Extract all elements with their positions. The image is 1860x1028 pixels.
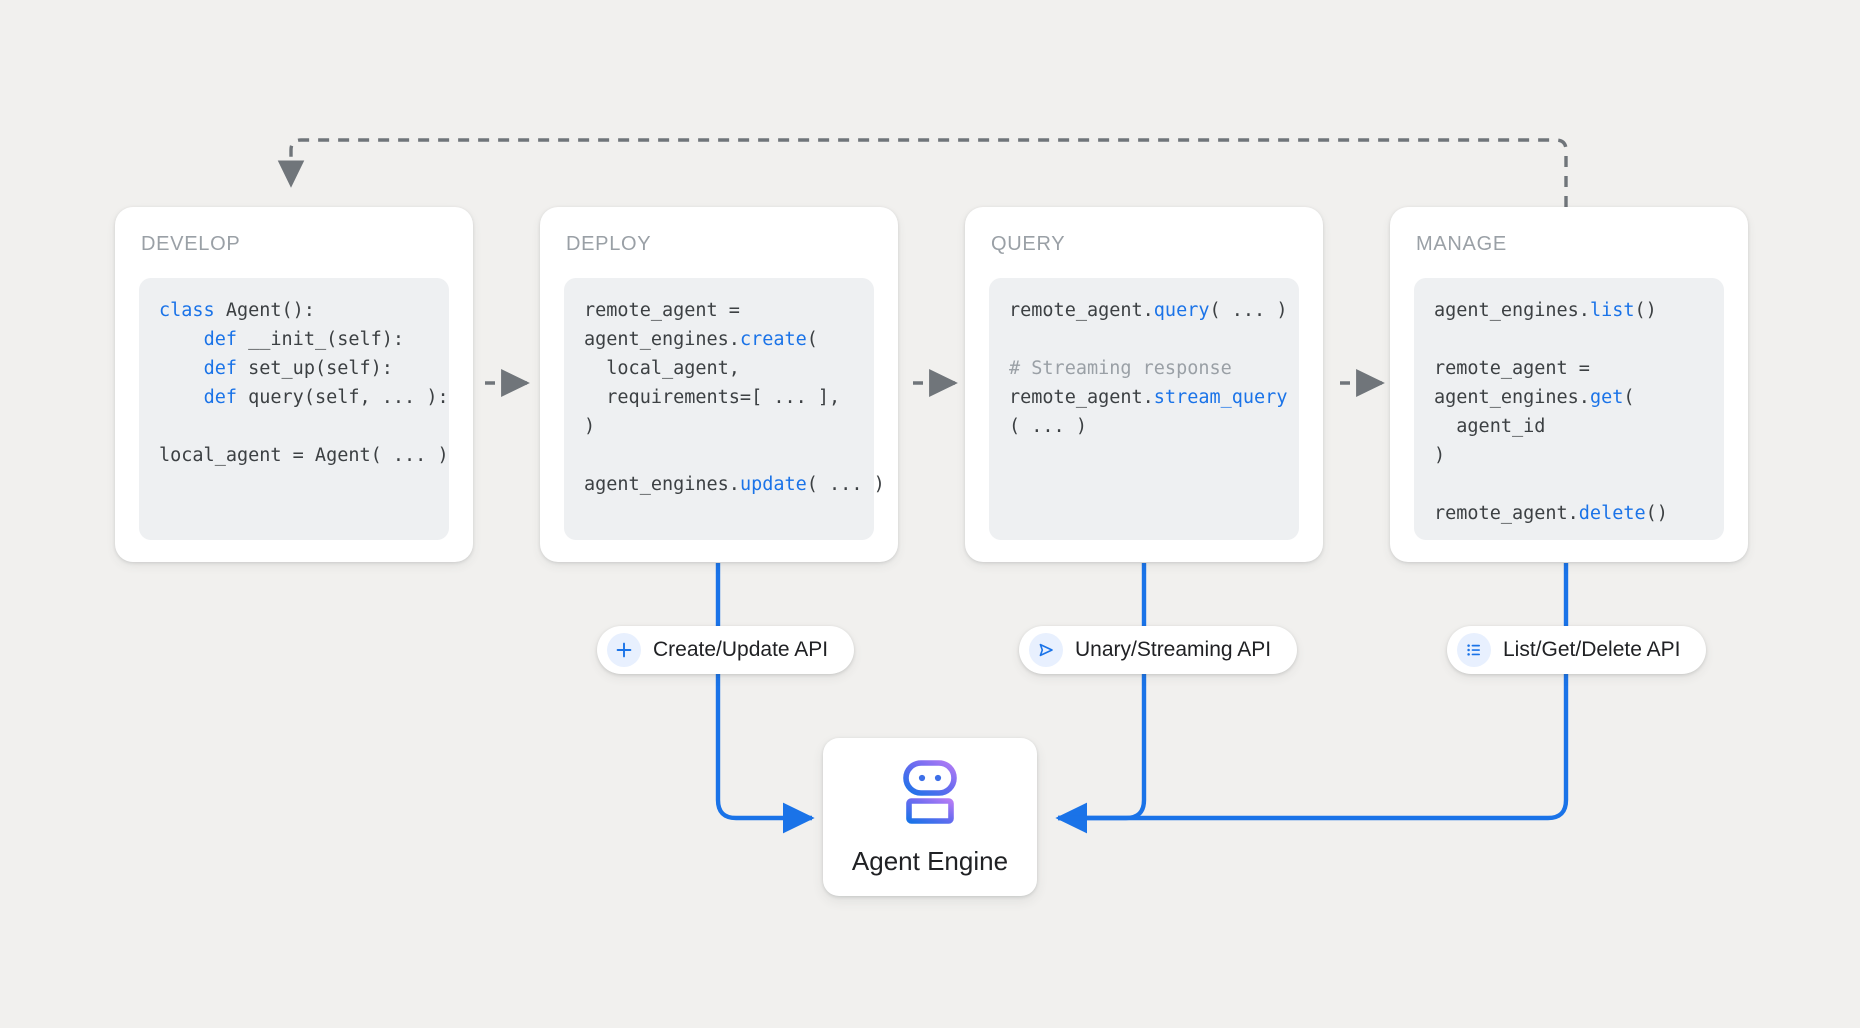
api-pill-label: Unary/Streaming API xyxy=(1075,638,1272,661)
blue-connector-manage-to-hub xyxy=(1058,563,1569,821)
plus-icon xyxy=(607,633,641,667)
api-pill-list-get-delete[interactable]: List/Get/Delete API xyxy=(1447,626,1707,674)
stage-card-manage[interactable]: MANAGE agent_engines.list() remote_agent… xyxy=(1390,207,1748,562)
api-pill-label: Create/Update API xyxy=(653,638,829,661)
stage-title-query: QUERY xyxy=(991,233,1066,255)
code-block-deploy: remote_agent = agent_engines.create( loc… xyxy=(564,278,885,540)
code-block-develop: class Agent(): def __init_(self): def se… xyxy=(139,278,449,540)
agent-engine-node[interactable]: Agent Engine xyxy=(823,738,1037,896)
robot-icon xyxy=(893,757,967,832)
stage-title-develop: DEVELOP xyxy=(141,233,241,255)
api-pill-unary-streaming[interactable]: Unary/Streaming API xyxy=(1019,626,1298,674)
stage-title-deploy: DEPLOY xyxy=(566,233,652,255)
api-pill-label: List/Get/Delete API xyxy=(1503,638,1681,661)
code-block-manage: agent_engines.list() remote_agent = agen… xyxy=(1414,278,1724,540)
blue-connector-deploy-to-hub xyxy=(715,563,815,834)
api-pill-create-update[interactable]: Create/Update API xyxy=(597,626,855,674)
stage-card-develop[interactable]: DEVELOP class Agent(): def __init_(self)… xyxy=(115,207,473,562)
code-block-query: remote_agent.query( ... ) # Streaming re… xyxy=(989,278,1299,540)
send-icon xyxy=(1029,633,1063,667)
blue-connector-query-to-hub xyxy=(1055,563,1147,834)
stage-card-deploy[interactable]: DEPLOY remote_agent = agent_engines.crea… xyxy=(540,207,898,562)
list-icon xyxy=(1457,633,1491,667)
stage-card-query[interactable]: QUERY remote_agent.query( ... ) # Stream… xyxy=(965,207,1323,562)
agent-engine-label: Agent Engine xyxy=(851,846,1009,876)
feedback-dashed-connector xyxy=(277,138,1568,207)
stage-title-manage: MANAGE xyxy=(1416,233,1507,255)
